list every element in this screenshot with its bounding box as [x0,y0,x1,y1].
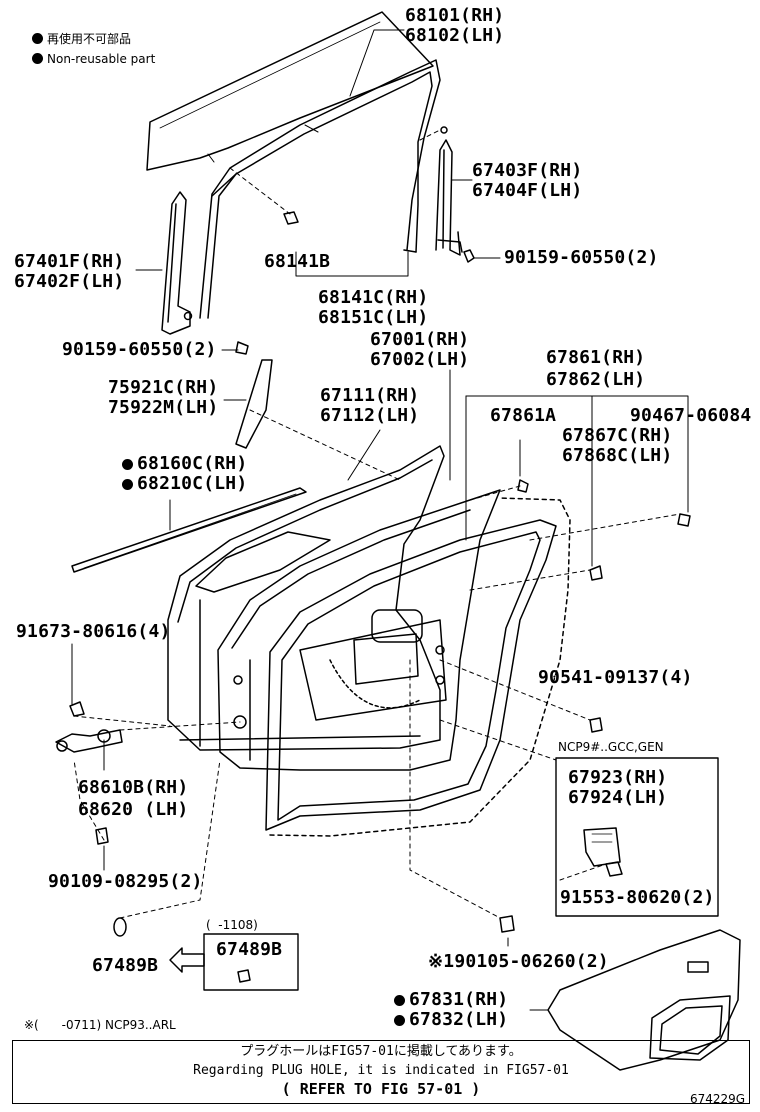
date-range-note: ( -1108) [206,918,258,932]
figure-id: 674229G [690,1092,746,1106]
legend-ja: 再使用不可部品 [32,32,131,46]
rear-channel [435,126,463,256]
part-label[interactable]: 67868C(LH) [562,445,673,466]
applicability-note: NCP9#..GCC,GEN [558,740,664,754]
non-reusable-dot-icon [122,479,133,490]
part-label[interactable]: 67489B [92,955,159,976]
part-label[interactable]: 68141C(RH) [318,287,429,308]
note-ref[interactable]: ( REFER TO FIG 57-01 ) [281,1080,481,1098]
part-label[interactable]: 67112(LH) [320,405,420,426]
legend-en: Non-reusable part [32,52,155,66]
non-reusable-dot-icon [32,33,43,44]
non-reusable-dot-icon [122,459,133,470]
ncp-option-box [555,757,719,917]
part-label[interactable]: 67403F(RH) [472,160,583,181]
plug-seal [113,917,127,937]
door-glass [146,11,434,171]
part-label[interactable]: 90159-60550(2) [62,339,217,360]
part-label[interactable]: 67862(LH) [546,369,646,390]
part-label-nonreusable[interactable]: 68210C(LH) [122,474,247,494]
part-label[interactable]: 68151C(LH) [318,307,429,328]
part-label[interactable]: 67401F(RH) [14,251,125,272]
part-label[interactable]: 67924(LH) [568,787,668,808]
dashed-connectors [73,129,681,919]
part-label[interactable]: 68610B(RH) [78,777,189,798]
part-label[interactable]: 90109-08295(2) [48,871,203,892]
part-label-nonreusable[interactable]: 68160C(RH) [122,454,247,474]
part-label[interactable]: 68102(LH) [405,25,505,46]
part-label[interactable]: 67402F(LH) [14,271,125,292]
non-reusable-dot-icon [394,1015,405,1026]
arrow-left-icon [169,947,205,973]
plug-hole-note: プラグホールはFIG57-01に掲載してあります。 Regarding PLUG… [12,1040,750,1104]
non-reusable-dot-icon [394,995,405,1006]
non-reusable-dot-icon [32,53,43,64]
door-frame [217,489,501,771]
part-label[interactable]: ※190105-06260(2) [428,951,609,972]
part-label[interactable]: 68141B [264,251,331,272]
door-trim [547,929,741,1071]
sub-part-box [203,933,299,991]
part-label[interactable]: 67489B [216,939,283,960]
part-label[interactable]: 67867C(RH) [562,425,673,446]
glass-run-frame [199,59,441,319]
part-label[interactable]: 67404F(LH) [472,180,583,201]
part-label[interactable]: 67111(RH) [320,385,420,406]
part-label[interactable]: 67001(RH) [370,329,470,350]
part-label[interactable]: 67923(RH) [568,767,668,788]
part-label[interactable]: 68101(RH) [405,5,505,26]
door-check [55,729,123,753]
part-label-nonreusable[interactable]: 67831(RH) [394,990,508,1010]
leader-lines [71,29,689,1011]
belt-moulding [71,487,307,573]
part-label[interactable]: 68620 (LH) [78,799,189,820]
part-label-nonreusable[interactable]: 67832(LH) [394,1010,508,1030]
note-en: Regarding PLUG HOLE, it is indicated in … [193,1063,569,1078]
part-label[interactable]: 90159-60550(2) [504,247,659,268]
note-ja: プラグホールはFIG57-01に掲載してあります。 [240,1044,522,1059]
part-label[interactable]: 67002(LH) [370,349,470,370]
part-label[interactable]: 91553-80620(2) [560,887,715,908]
part-label[interactable]: 75921C(RH) [108,377,219,398]
part-label[interactable]: 90467-06084 [630,405,752,426]
bracket-part [583,827,621,867]
weatherstrip [265,497,571,837]
applicability-note: ※( -0711) NCP93..ARL [24,1018,176,1032]
part-label[interactable]: 67861A [490,405,557,426]
front-channel [161,191,193,335]
part-label[interactable]: 90541-09137(4) [538,667,693,688]
pillar-garnish [235,359,273,449]
part-label[interactable]: 67861(RH) [546,347,646,368]
part-label[interactable]: 91673-80616(4) [16,621,171,642]
part-label[interactable]: 75922M(LH) [108,397,219,418]
